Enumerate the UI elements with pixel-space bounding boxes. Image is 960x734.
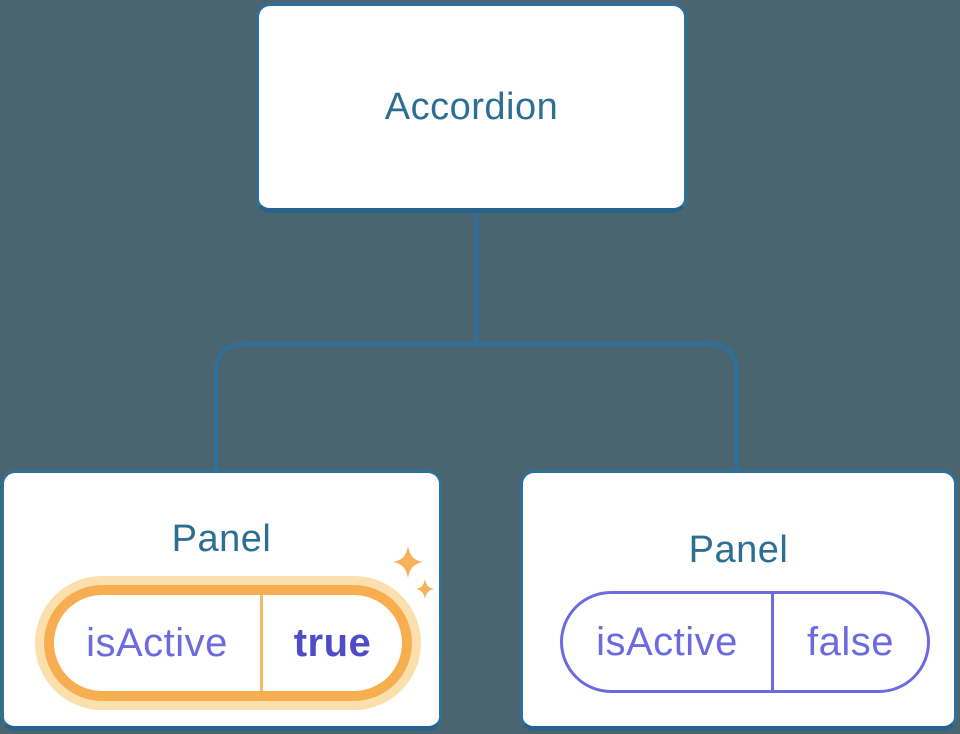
prop-name: isActive	[596, 619, 738, 664]
accordion-label: Accordion	[384, 85, 559, 128]
accordion-node: Accordion	[256, 3, 687, 213]
prop-value: true	[293, 620, 372, 665]
prop-pill-inactive: isActive false	[560, 591, 930, 693]
prop-pill-active: isActive true	[44, 585, 412, 701]
panel-node-inactive: Panel isActive false	[520, 470, 957, 731]
panel-node-active: Panel isActive true	[1, 470, 442, 731]
prop-name: isActive	[86, 620, 228, 665]
panel-label: Panel	[688, 529, 789, 571]
sparkle-small	[415, 579, 435, 599]
pill-divider	[260, 595, 263, 691]
prop-value: false	[807, 619, 894, 664]
panel-label: Panel	[171, 518, 272, 560]
branch-connector-line	[214, 342, 739, 472]
sparkles-icon	[393, 546, 435, 599]
pill-divider	[771, 594, 774, 690]
sparkle-large	[393, 546, 423, 578]
